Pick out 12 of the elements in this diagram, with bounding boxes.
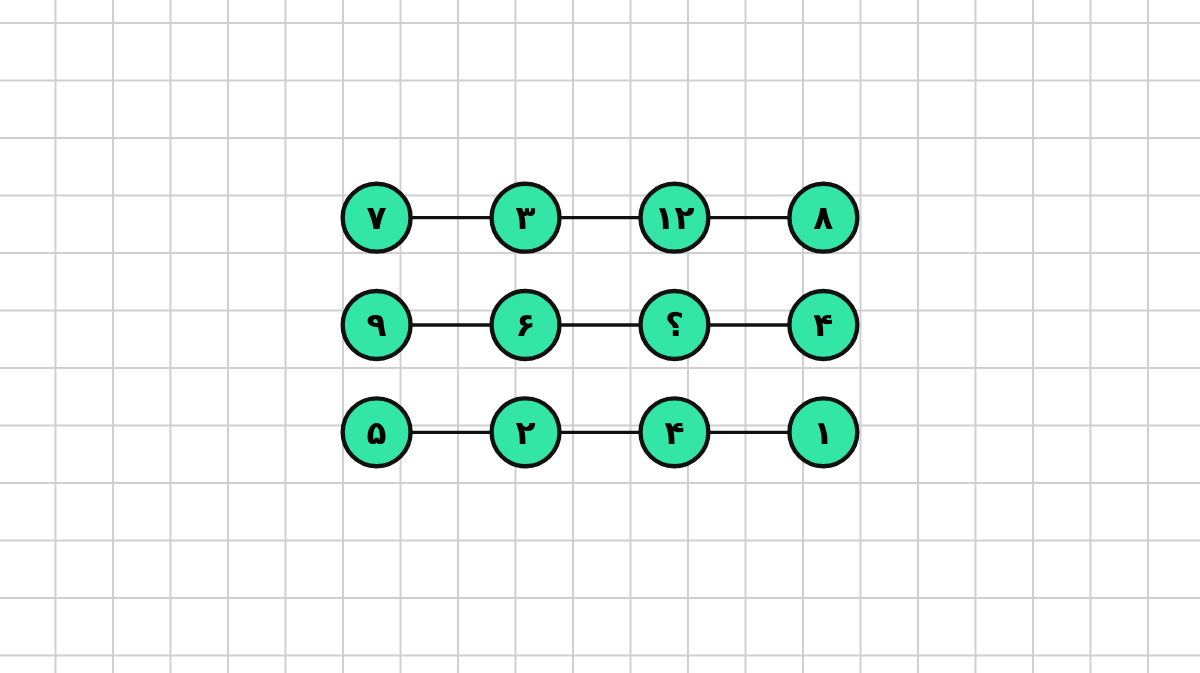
node-circle: ۱ [787, 396, 860, 469]
node-circle: ۸ [787, 181, 860, 254]
node-circle: ۴ [638, 396, 711, 469]
node-circle: ۲ [489, 396, 562, 469]
node-circle: ۹ [340, 288, 413, 362]
node-circle: ؟ [638, 288, 711, 362]
node-circle: ۱۲ [638, 181, 711, 254]
node-circle: ۴ [787, 288, 860, 362]
node-circle: ۳ [489, 181, 562, 254]
node-circle: ۶ [489, 288, 562, 362]
node-circle: ۷ [340, 181, 413, 254]
node-circle: ۵ [340, 396, 413, 469]
